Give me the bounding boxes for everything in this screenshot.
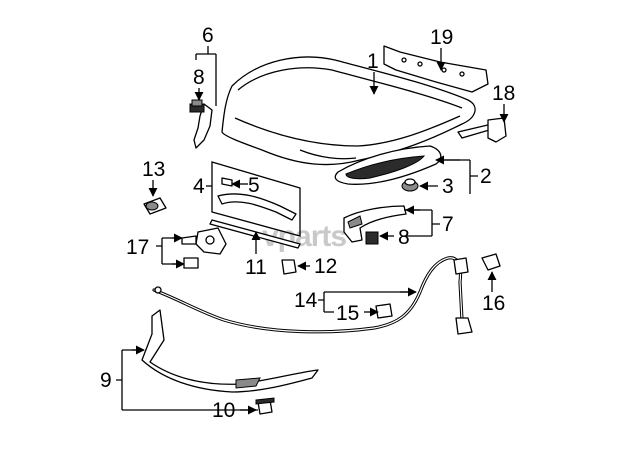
callout-11: 11 (245, 256, 267, 279)
hood-latch[interactable] (181, 227, 227, 269)
bumper-stop[interactable] (143, 197, 167, 215)
callout-1: 1 (367, 50, 379, 73)
clip-12[interactable] (281, 259, 297, 275)
callout-19: 19 (430, 26, 453, 49)
grommet-3[interactable] (401, 178, 419, 192)
cowl-seal[interactable] (383, 45, 489, 93)
callout-12: 12 (314, 255, 337, 278)
callout-9: 9 (100, 369, 112, 392)
watermark: vparts (262, 220, 346, 253)
bolt-8-lower[interactable] (365, 231, 379, 245)
release-cable[interactable] (152, 256, 473, 335)
callout-2: 2 (480, 165, 492, 188)
side-seal[interactable] (193, 103, 213, 149)
callout-3: 3 (442, 175, 454, 198)
callout-15: 15 (336, 302, 359, 325)
callout-18: 18 (492, 82, 515, 105)
callout-10: 10 (212, 399, 235, 422)
callout-8b: 8 (398, 226, 410, 249)
callout-7: 7 (442, 213, 454, 236)
callout-6: 6 (202, 24, 214, 47)
support-rod[interactable] (141, 309, 319, 393)
callout-14: 14 (294, 289, 318, 312)
clip-8-upper[interactable] (189, 99, 205, 113)
hood-hinge[interactable] (343, 205, 407, 243)
callout-8a: 8 (193, 66, 205, 89)
release-handle[interactable] (481, 253, 501, 271)
callout-16: 16 (482, 292, 505, 315)
callout-4: 4 (193, 175, 205, 198)
callout-5: 5 (248, 174, 260, 197)
hood-panel[interactable] (221, 56, 476, 166)
callout-17: 17 (126, 236, 149, 259)
callout-13: 13 (142, 158, 165, 181)
clip-10[interactable] (255, 397, 275, 415)
cable-clip[interactable] (375, 303, 393, 319)
